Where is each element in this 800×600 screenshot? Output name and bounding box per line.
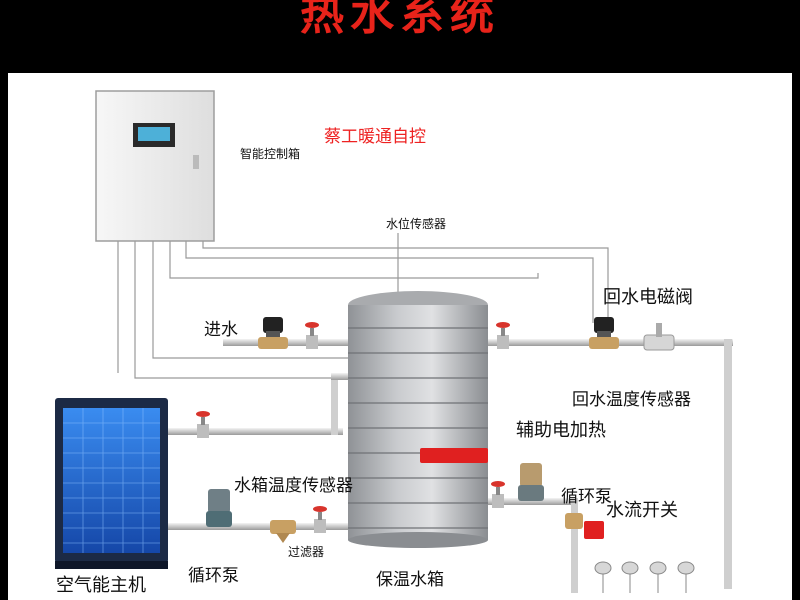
circulation-pump-right [518, 463, 544, 501]
return-temp-sensor-probe [643, 323, 675, 351]
brand-label: 蔡工暖通自控 [324, 127, 426, 147]
tank-label: 保温水箱 [376, 570, 444, 590]
return-solenoid-valve [589, 317, 619, 349]
heat-pump-label: 空气能主机 [56, 575, 146, 596]
shower-heads [594, 561, 695, 593]
page-title: 热水系统 [300, 0, 500, 40]
diagram-canvas [55, 90, 733, 593]
inlet-label: 进水 [204, 320, 238, 340]
circulation-pump-left [206, 489, 232, 527]
inlet-solenoid-valve [258, 317, 288, 349]
filter-label: 过滤器 [288, 545, 325, 559]
return-valve-label: 回水电磁阀 [603, 287, 693, 308]
hand-valves [196, 322, 510, 533]
tank-temp-sensor-label: 水箱温度传感器 [234, 476, 353, 496]
heat-pump-unit [55, 398, 168, 569]
return-temp-sensor-label: 回水温度传感器 [572, 390, 691, 410]
filter-component [270, 520, 296, 543]
aux-heater-element [420, 448, 488, 463]
control-wires [117, 233, 609, 533]
controller-box [95, 90, 215, 242]
left-pump-label: 循环泵 [188, 566, 239, 586]
storage-tank [348, 291, 488, 548]
right-pump-label: 循环泵 [561, 487, 612, 507]
flow-switch-device [565, 513, 604, 539]
controller-label: 智能控制箱 [240, 147, 301, 161]
diagram-panel: 蔡工暖通自控 智能控制箱 水位传感器 进水 回水电磁阀 回水温度传感器 辅助电加… [8, 73, 792, 600]
flow-switch-label: 水流开关 [606, 500, 678, 521]
level-sensor-label: 水位传感器 [386, 217, 447, 231]
aux-heater-label: 辅助电加热 [516, 420, 606, 441]
